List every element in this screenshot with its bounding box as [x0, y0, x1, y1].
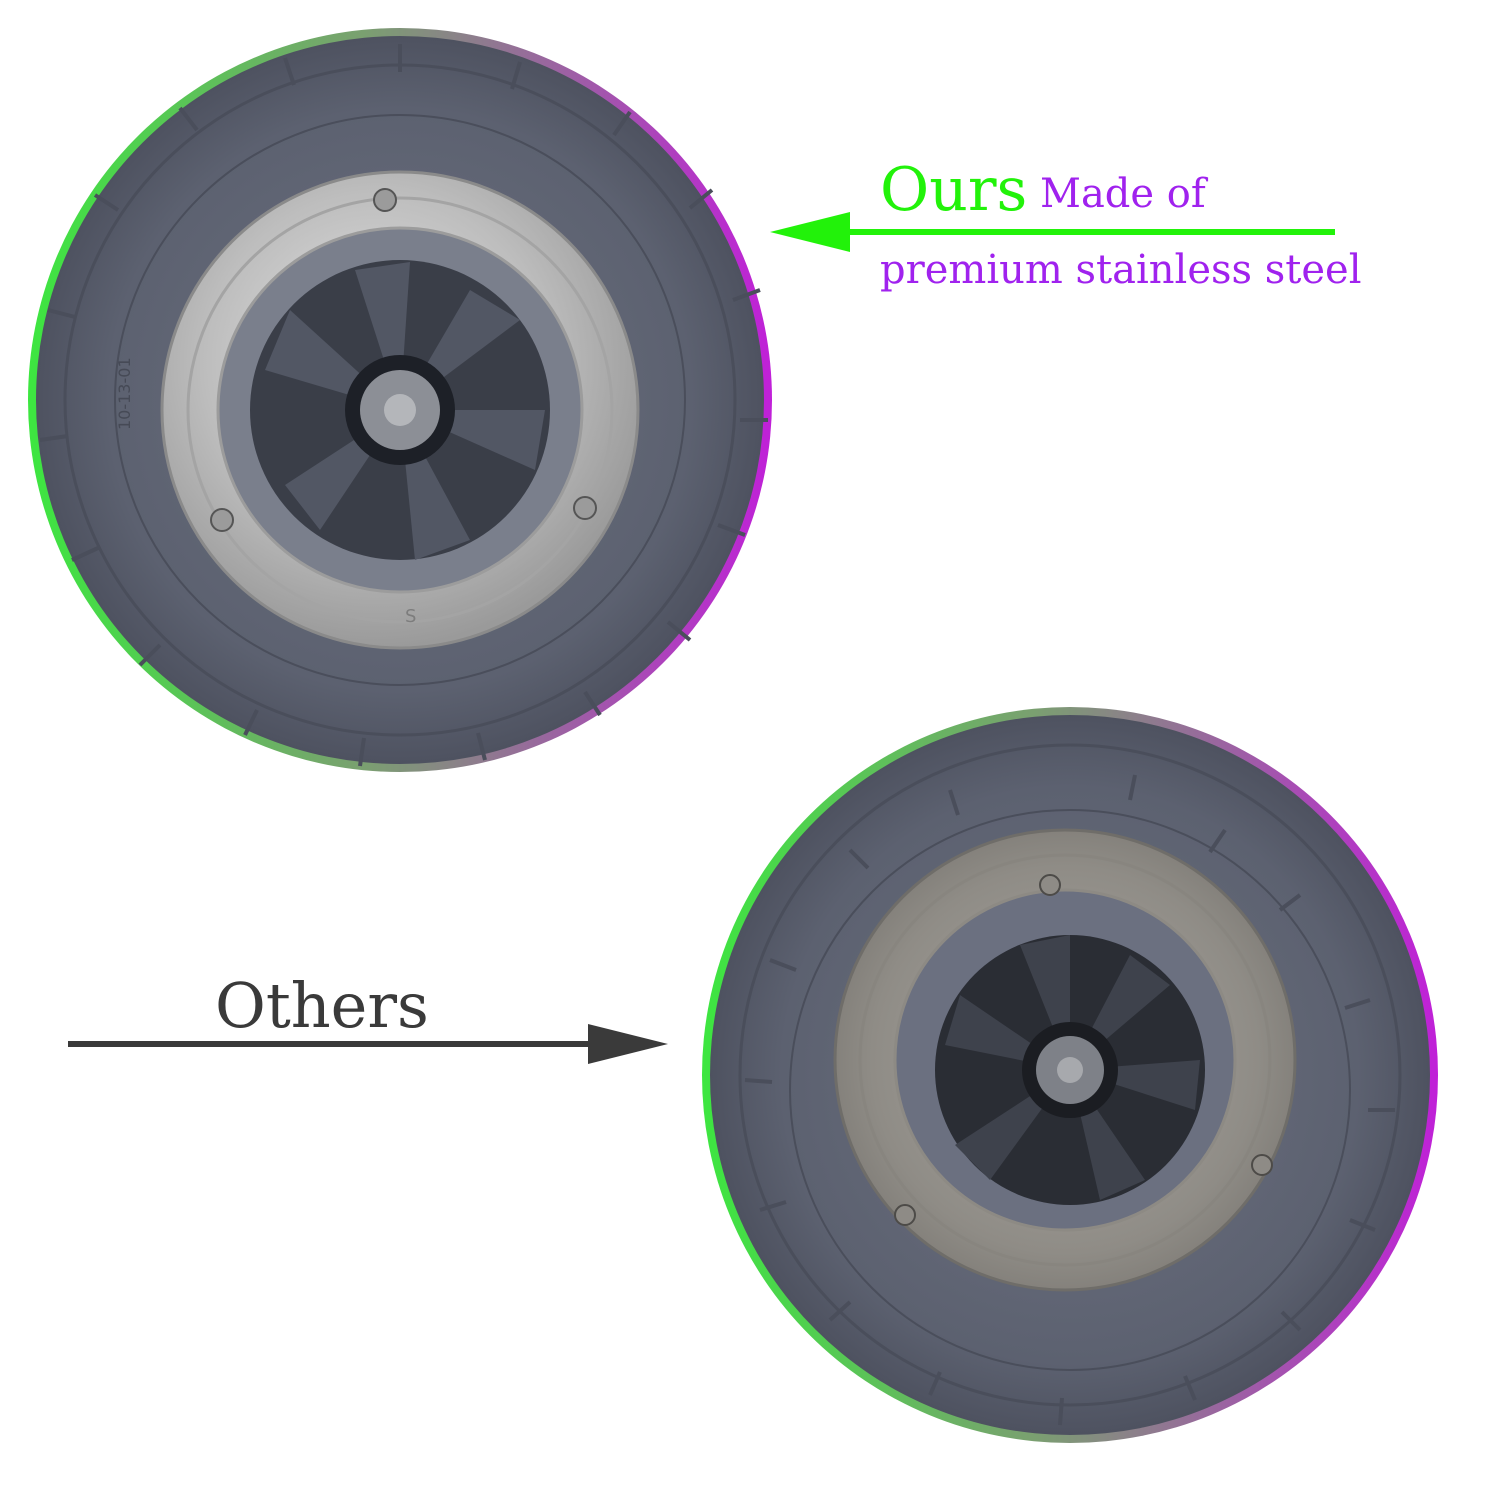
premium-steel-text: premium stainless steel	[880, 247, 1362, 293]
arrow-right-icon	[68, 1024, 668, 1064]
screw-icon	[894, 874, 1273, 1226]
others-blade-base	[702, 707, 1438, 1443]
side-mark: 10-13-01	[115, 357, 134, 430]
others-label: Others	[215, 969, 429, 1042]
arrow-left-icon	[770, 212, 1335, 252]
made-of-text: Made of	[1040, 171, 1206, 217]
rim-ribs	[744, 774, 1395, 1426]
rim-ribs	[39, 44, 768, 767]
screw-icon	[210, 188, 597, 532]
ours-blade-base: S 10-13-01	[28, 28, 772, 772]
ours-label: Ours	[880, 155, 1028, 225]
ring-mark: S	[405, 606, 416, 627]
